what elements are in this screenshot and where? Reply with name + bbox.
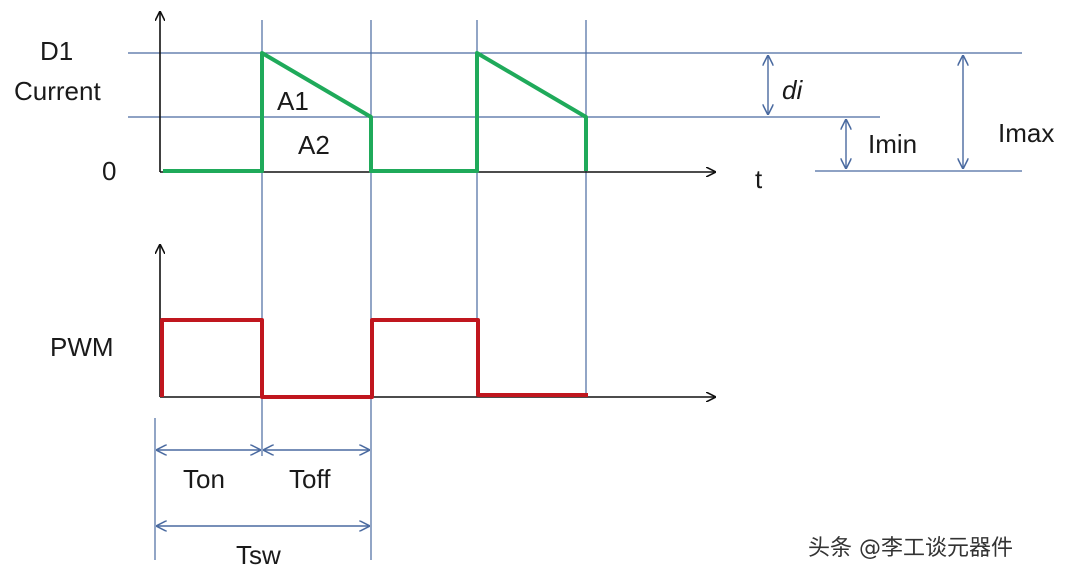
label-imin: Imin	[868, 129, 917, 159]
label-a1: A1	[277, 86, 309, 116]
label-tsw: Tsw	[236, 540, 281, 570]
label-pwm: PWM	[50, 332, 114, 362]
axes	[160, 12, 715, 397]
pwm-trace	[160, 318, 588, 399]
label-current: Current	[14, 76, 101, 106]
d1-current-trace	[163, 51, 588, 173]
label-ton: Ton	[183, 464, 225, 494]
label-zero: 0	[102, 156, 116, 186]
label-toff: Toff	[289, 464, 331, 494]
label-t: t	[755, 164, 763, 194]
dimension-arrows	[157, 56, 963, 526]
label-imax: Imax	[998, 118, 1054, 148]
watermark: 头条 @李工谈元器件	[808, 536, 1013, 561]
label-di: di	[782, 75, 803, 105]
label-d1: D1	[40, 36, 73, 66]
label-a2: A2	[298, 130, 330, 160]
